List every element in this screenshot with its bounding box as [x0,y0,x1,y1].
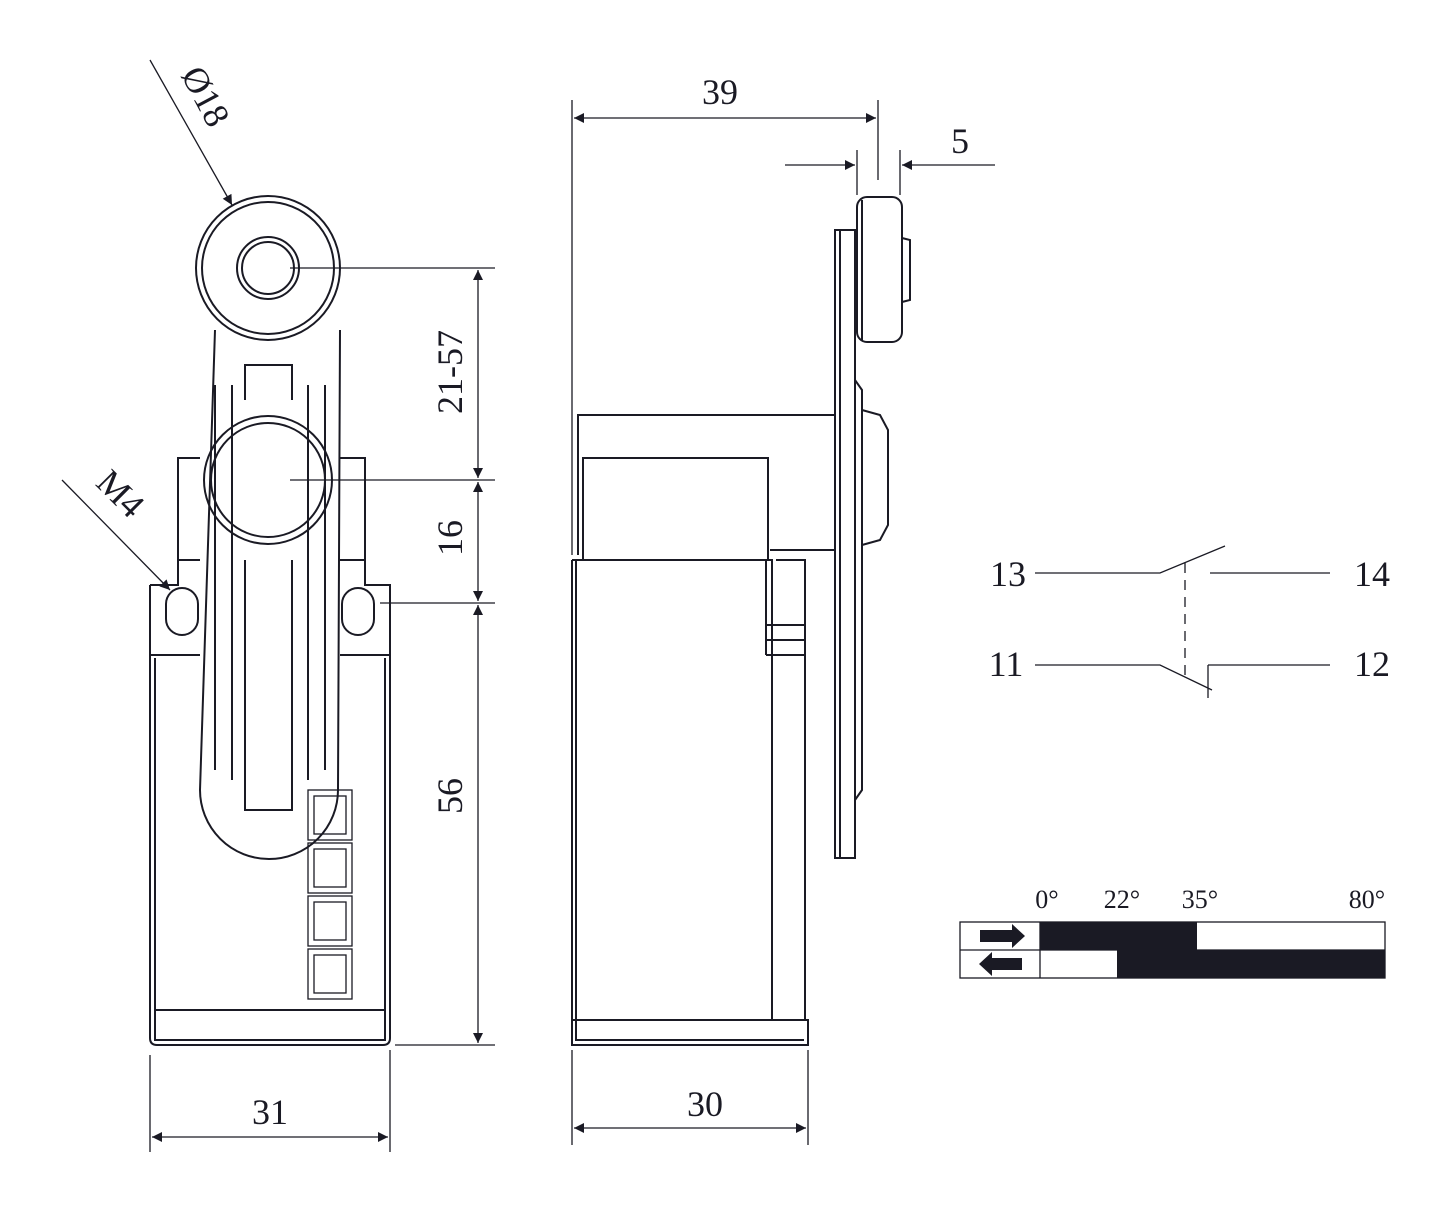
side-view: 39 5 30 [571,72,995,1145]
travel-diagram: 0° 22° 35° 80° [959,885,1386,979]
terminal-14: 14 [1354,554,1390,594]
angle-label: 35° [1182,885,1218,914]
lever-arm [198,329,341,860]
dim-body-depth: 30 [687,1084,723,1124]
side-roller [856,196,903,343]
dim-roller-width: 5 [951,121,969,161]
lever-plate [834,229,856,859]
side-body [571,559,809,1046]
dim-body-height: 56 [430,778,470,814]
arrow-left-icon [979,952,1022,976]
terminal-12: 12 [1354,644,1390,684]
angle-label: 80° [1349,885,1385,914]
forward-closed-bar [1040,922,1197,950]
terminal-13: 13 [990,554,1026,594]
angle-label: 0° [1035,885,1058,914]
dim-pivot-to-mount: 16 [430,520,470,556]
dim-depth-total: 39 [702,72,738,112]
logo [307,789,353,1000]
bracket [177,457,366,585]
angle-label: 22° [1104,885,1140,914]
contact-schematic: 13 14 11 12 [989,545,1390,698]
m4-slot-right [341,587,375,636]
return-closed-bar [1117,950,1385,978]
dim-width: 31 [252,1092,288,1132]
switch-body [149,585,391,1046]
head-cap [149,559,391,656]
dim-lever-length: 21-57 [430,330,470,414]
head-block [577,414,836,560]
side-hub [861,409,889,546]
m4-slot-left [165,587,199,636]
terminal-11: 11 [989,644,1024,684]
arrow-right-icon [980,924,1025,948]
dim-thread: M4 [89,462,153,526]
front-view: 21-57 16 56 31 Ø18 M4 [61,60,495,1152]
dim-roller-diameter: Ø18 [173,60,237,134]
